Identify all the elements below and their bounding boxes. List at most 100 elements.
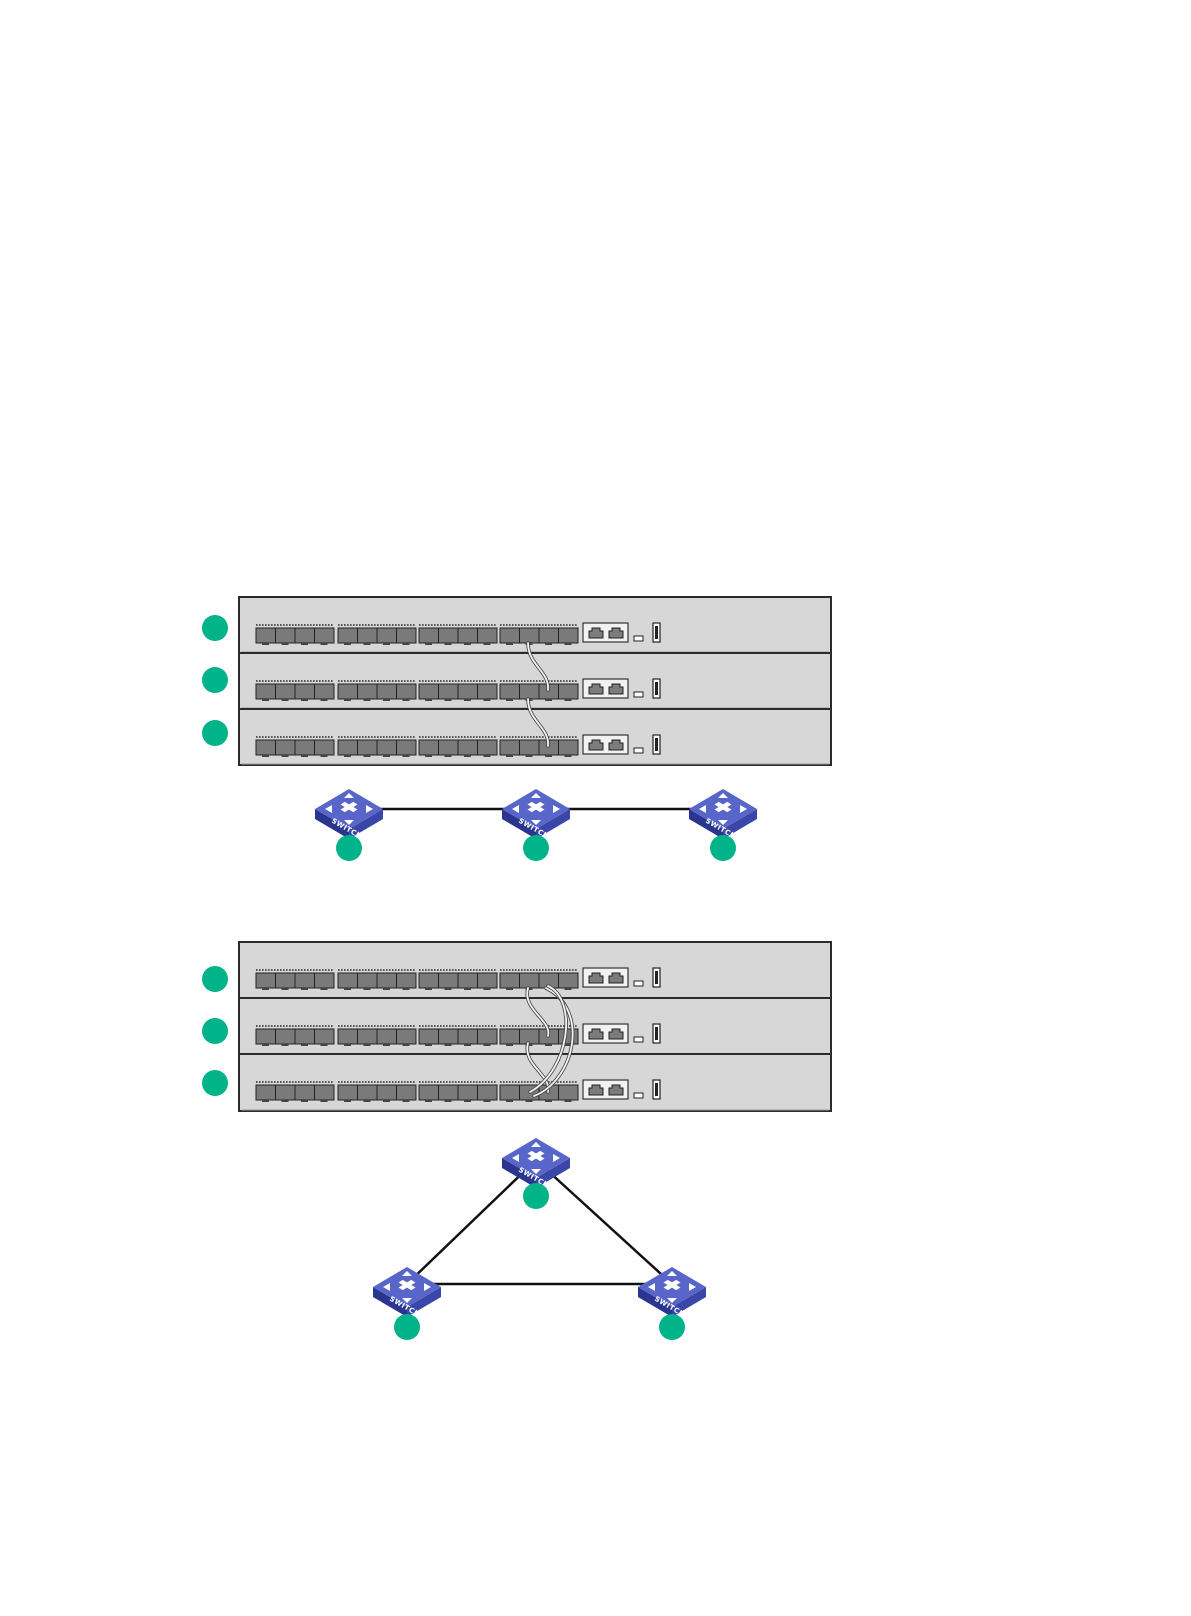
port-led	[319, 969, 321, 971]
port-led	[362, 1025, 364, 1027]
port-led	[524, 1081, 526, 1083]
sfp-port-latch	[545, 1100, 552, 1102]
sfp-port-latch	[464, 755, 471, 757]
port-led	[455, 680, 457, 682]
port-led	[365, 1025, 367, 1027]
sfp-port-latch	[344, 755, 351, 757]
sfp-port-latch	[545, 755, 552, 757]
port-led	[353, 969, 355, 971]
port-led	[277, 680, 279, 682]
port-led	[316, 1081, 318, 1083]
port-led	[449, 624, 451, 626]
port-led	[313, 1081, 315, 1083]
port-led	[548, 969, 550, 971]
port-led	[473, 624, 475, 626]
port-led	[265, 680, 267, 682]
port-led	[482, 1081, 484, 1083]
port-led	[461, 624, 463, 626]
port-led	[368, 736, 370, 738]
port-led	[359, 736, 361, 738]
port-led	[316, 1025, 318, 1027]
port-led	[431, 1025, 433, 1027]
port-led	[371, 736, 373, 738]
port-led	[476, 969, 478, 971]
port-led	[503, 1025, 505, 1027]
port-led	[524, 680, 526, 682]
member-badge-icon	[710, 835, 736, 861]
port-led	[455, 1081, 457, 1083]
port-led	[271, 969, 273, 971]
port-led	[380, 624, 382, 626]
management-ports	[583, 1024, 628, 1043]
port-led	[365, 736, 367, 738]
port-led	[313, 680, 315, 682]
port-led	[356, 1081, 358, 1083]
port-led	[488, 624, 490, 626]
port-led	[410, 736, 412, 738]
sfp-port-latch	[383, 1044, 390, 1046]
port-led	[530, 1025, 532, 1027]
port-led	[371, 969, 373, 971]
port-led	[319, 1025, 321, 1027]
port-led	[509, 1025, 511, 1027]
port-led	[328, 969, 330, 971]
usb-port-slot	[655, 971, 658, 984]
port-led	[500, 736, 502, 738]
port-led	[413, 624, 415, 626]
port-led	[560, 1081, 562, 1083]
port-led	[443, 1025, 445, 1027]
port-led	[307, 624, 309, 626]
port-led	[515, 1025, 517, 1027]
sfp-port-latch	[464, 1044, 471, 1046]
port-led	[434, 736, 436, 738]
port-led	[322, 1081, 324, 1083]
port-led	[310, 1025, 312, 1027]
sfp-port-latch	[301, 643, 308, 645]
port-led	[521, 736, 523, 738]
port-led	[344, 1081, 346, 1083]
port-led	[383, 1025, 385, 1027]
port-led	[289, 1081, 291, 1083]
port-led	[425, 624, 427, 626]
port-led	[557, 680, 559, 682]
port-led	[446, 624, 448, 626]
chassis	[239, 597, 831, 653]
sfp-port-latch	[301, 1044, 308, 1046]
sfp-port-latch	[383, 755, 390, 757]
usb-port-slot	[655, 682, 658, 695]
port-led	[479, 969, 481, 971]
port-led	[548, 624, 550, 626]
port-led	[313, 1025, 315, 1027]
port-led	[277, 1081, 279, 1083]
port-led	[521, 1081, 523, 1083]
port-led	[452, 969, 454, 971]
port-led	[488, 1081, 490, 1083]
port-led	[319, 680, 321, 682]
port-led	[533, 680, 535, 682]
port-led	[407, 1025, 409, 1027]
sfp-port-latch	[321, 699, 328, 701]
port-led	[344, 624, 346, 626]
sfp-port-latch	[364, 643, 371, 645]
port-led	[274, 969, 276, 971]
port-led	[365, 1081, 367, 1083]
port-led	[485, 736, 487, 738]
port-led	[374, 680, 376, 682]
port-led	[350, 1081, 352, 1083]
port-led	[353, 680, 355, 682]
port-led	[383, 969, 385, 971]
port-led	[377, 624, 379, 626]
port-led	[338, 1025, 340, 1027]
port-led	[422, 624, 424, 626]
port-led	[404, 736, 406, 738]
port-led	[410, 969, 412, 971]
port-led	[307, 1025, 309, 1027]
port-led	[521, 624, 523, 626]
port-led	[473, 736, 475, 738]
port-led	[265, 1081, 267, 1083]
console-port-icon	[634, 1093, 643, 1098]
port-led	[518, 680, 520, 682]
port-led	[518, 1025, 520, 1027]
sfp-port-latch	[484, 755, 491, 757]
